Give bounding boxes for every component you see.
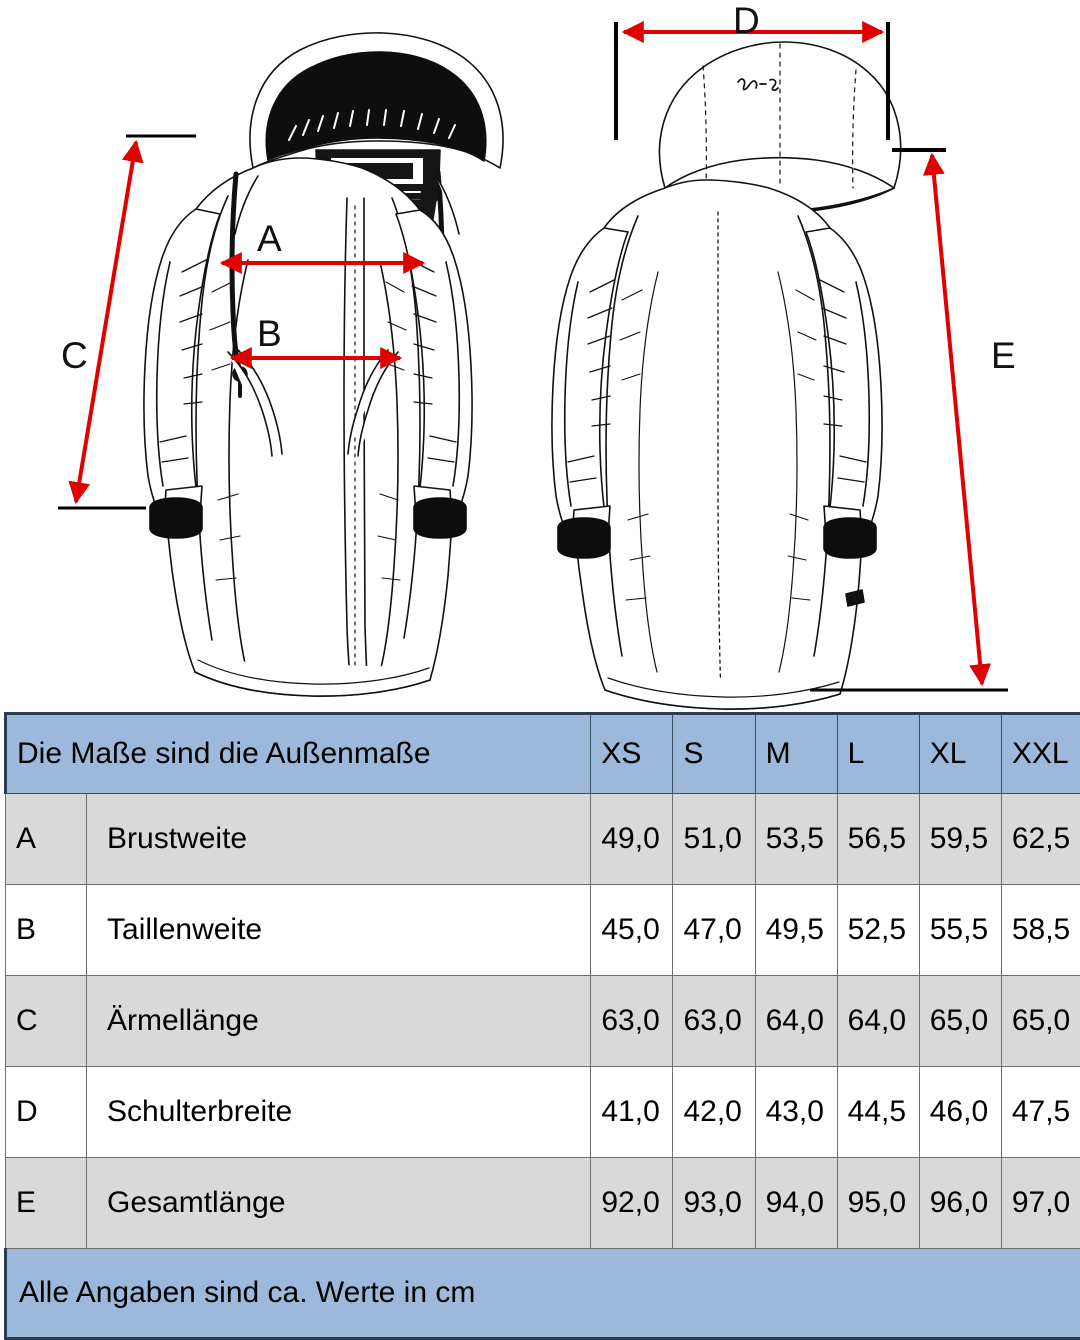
measure-label-c: C — [61, 337, 88, 374]
cell-c-l: 64,0 — [837, 976, 919, 1067]
row-label-b: Taillenweite — [87, 885, 591, 976]
table-row: A Brustweite 49,0 51,0 53,5 56,5 59,5 62… — [6, 794, 1080, 885]
measure-label-b: B — [257, 315, 282, 352]
cell-c-m: 64,0 — [755, 976, 837, 1067]
row-key-b: B — [6, 885, 87, 976]
jacket-back-view — [552, 42, 901, 709]
cell-e-m: 94,0 — [755, 1158, 837, 1249]
cell-a-m: 53,5 — [755, 794, 837, 885]
table-row: C Ärmellänge 63,0 63,0 64,0 64,0 65,0 65… — [6, 976, 1080, 1067]
cell-b-xs: 45,0 — [591, 885, 673, 976]
cell-c-xl: 65,0 — [919, 976, 1001, 1067]
cell-a-l: 56,5 — [837, 794, 919, 885]
cell-a-xl: 59,5 — [919, 794, 1001, 885]
cell-d-m: 43,0 — [755, 1067, 837, 1158]
table-row: E Gesamtlänge 92,0 93,0 94,0 95,0 96,0 9… — [6, 1158, 1080, 1249]
size-chart-table: Die Maße sind die Außenmaße XS S M L XL … — [4, 712, 1080, 1340]
header-size-xs: XS — [591, 714, 673, 794]
row-label-a: Brustweite — [87, 794, 591, 885]
cell-a-xxl: 62,5 — [1001, 794, 1080, 885]
cell-e-xxl: 97,0 — [1001, 1158, 1080, 1249]
jacket-illustration-panel: A B C D E — [0, 0, 1080, 712]
cell-b-l: 52,5 — [837, 885, 919, 976]
cell-d-xs: 41,0 — [591, 1067, 673, 1158]
cell-e-s: 93,0 — [673, 1158, 755, 1249]
table-row: B Taillenweite 45,0 47,0 49,5 52,5 55,5 … — [6, 885, 1080, 976]
header-title: Die Maße sind die Außenmaße — [6, 714, 591, 794]
header-size-m: M — [755, 714, 837, 794]
cell-b-xl: 55,5 — [919, 885, 1001, 976]
table-header-row: Die Maße sind die Außenmaße XS S M L XL … — [6, 714, 1080, 794]
row-key-e: E — [6, 1158, 87, 1249]
cell-d-s: 42,0 — [673, 1067, 755, 1158]
row-key-d: D — [6, 1067, 87, 1158]
cell-e-l: 95,0 — [837, 1158, 919, 1249]
cell-c-xs: 63,0 — [591, 976, 673, 1067]
cell-b-xxl: 58,5 — [1001, 885, 1080, 976]
measure-label-d: D — [733, 2, 760, 39]
footer-note: Alle Angaben sind ca. Werte in cm — [6, 1249, 1080, 1339]
cell-d-xxl: 47,5 — [1001, 1067, 1080, 1158]
cell-a-s: 51,0 — [673, 794, 755, 885]
cell-e-xl: 96,0 — [919, 1158, 1001, 1249]
cell-e-xs: 92,0 — [591, 1158, 673, 1249]
cell-d-xl: 46,0 — [919, 1067, 1001, 1158]
header-size-s: S — [673, 714, 755, 794]
table-footer-row: Alle Angaben sind ca. Werte in cm — [6, 1249, 1080, 1339]
row-label-c: Ärmellänge — [87, 976, 591, 1067]
measure-label-e: E — [991, 337, 1016, 374]
header-size-xxl: XXL — [1001, 714, 1080, 794]
cell-a-xs: 49,0 — [591, 794, 673, 885]
row-label-e: Gesamtlänge — [87, 1158, 591, 1249]
cell-c-xxl: 65,0 — [1001, 976, 1080, 1067]
row-label-d: Schulterbreite — [87, 1067, 591, 1158]
cell-d-l: 44,5 — [837, 1067, 919, 1158]
header-size-l: L — [837, 714, 919, 794]
row-key-a: A — [6, 794, 87, 885]
header-size-xl: XL — [919, 714, 1001, 794]
arrow-c-sleeve-length — [76, 142, 136, 502]
cell-c-s: 63,0 — [673, 976, 755, 1067]
table-row: D Schulterbreite 41,0 42,0 43,0 44,5 46,… — [6, 1067, 1080, 1158]
jacket-line-art — [0, 0, 1080, 712]
cell-b-s: 47,0 — [673, 885, 755, 976]
row-key-c: C — [6, 976, 87, 1067]
measure-label-a: A — [257, 220, 282, 257]
jacket-front-view — [144, 33, 503, 696]
arrow-e-total-length — [932, 155, 982, 684]
cell-b-m: 49,5 — [755, 885, 837, 976]
